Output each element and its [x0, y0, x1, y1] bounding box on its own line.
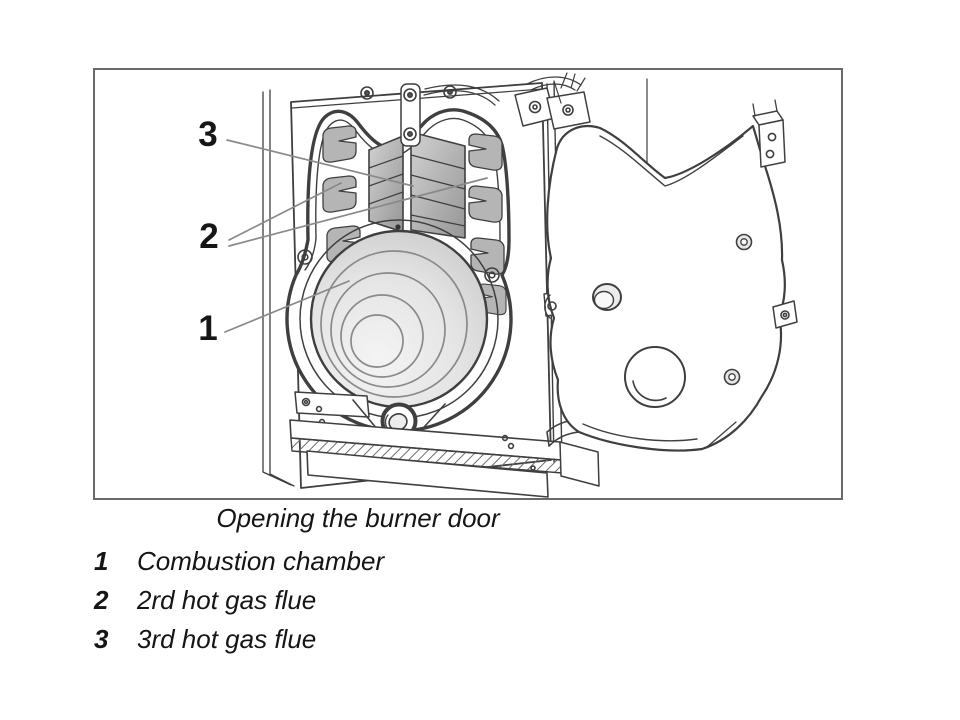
callout-3: 3 [198, 115, 218, 154]
boiler-body-drawing [262, 72, 648, 498]
legend-item: 1 Combustion chamber [94, 546, 654, 576]
boiler-cutaway-illustration [224, 72, 798, 498]
legend-item-label: 3rd hot gas flue [137, 624, 317, 654]
legend-item-number: 3 [94, 624, 109, 654]
legend-item: 3 3rd hot gas flue [94, 624, 654, 654]
leader-lines [224, 139, 488, 333]
legend-item-label: 2rd hot gas flue [137, 585, 317, 615]
legend-item-label: Combustion chamber [137, 546, 385, 576]
legend-item: 2 2rd hot gas flue [94, 585, 654, 615]
callout-2: 2 [199, 217, 219, 256]
figure-caption: Opening the burner door [216, 503, 500, 533]
figure-frame: 3 2 1 [93, 68, 843, 500]
legend: 1 Combustion chamber 2 2rd hot gas flue … [94, 546, 654, 663]
legend-item-number: 1 [94, 546, 109, 576]
callout-1: 1 [198, 309, 218, 348]
burner-door-drawing [544, 99, 798, 452]
legend-item-number: 2 [94, 585, 109, 615]
